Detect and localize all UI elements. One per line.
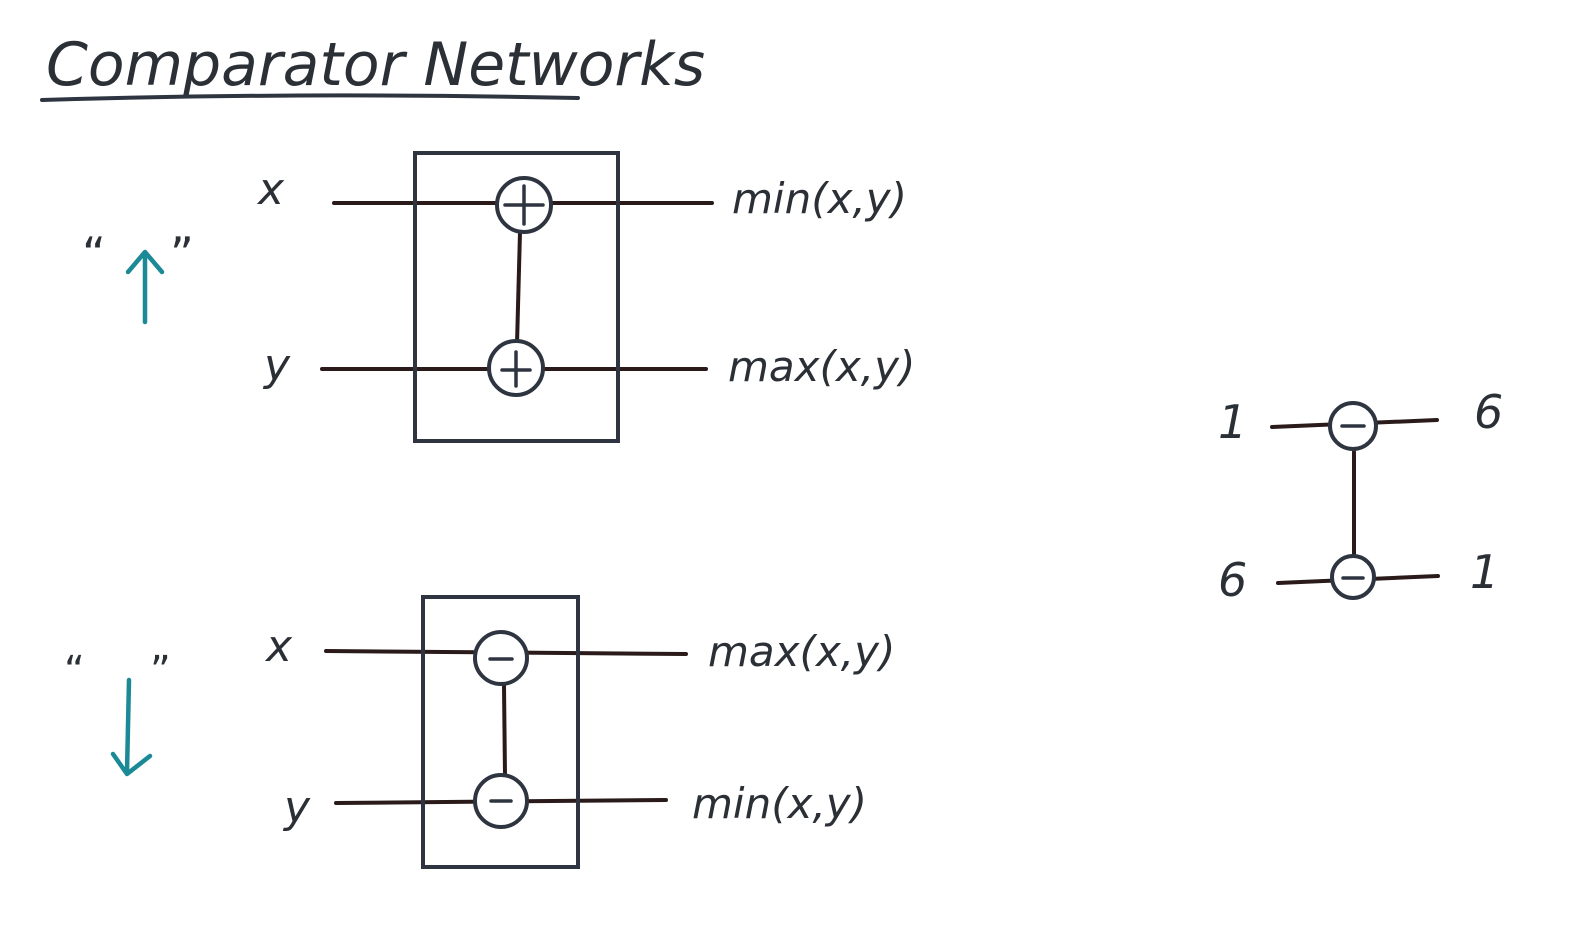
down-quote-open: “ bbox=[64, 648, 85, 694]
example-input-bottom: 6 bbox=[1218, 553, 1247, 607]
up-input-y: y bbox=[262, 340, 291, 391]
up-network: “ ” x y min(x,y) max(x,y) bbox=[82, 151, 915, 443]
example-comparator: 1 6 6 1 bbox=[1218, 385, 1503, 607]
down-output-top: max(x,y) bbox=[708, 627, 895, 676]
up-input-x: x bbox=[256, 164, 285, 215]
down-comparator-link bbox=[502, 684, 507, 778]
down-comparator-box bbox=[421, 595, 580, 869]
down-output-bottom: min(x,y) bbox=[692, 779, 867, 828]
down-network: “ ” x y max(x,y) min(x,y) bbox=[64, 595, 895, 869]
up-comparator-link bbox=[515, 230, 522, 346]
page-title: Comparator Networks bbox=[46, 30, 705, 100]
example-output-bottom: 1 bbox=[1470, 545, 1499, 599]
down-quote-close: ” bbox=[150, 648, 171, 694]
up-output-top: min(x,y) bbox=[732, 174, 907, 223]
up-comparator-box bbox=[413, 151, 620, 443]
down-arrow-icon bbox=[110, 677, 153, 777]
title-underline bbox=[40, 93, 580, 102]
up-quote-close: ” bbox=[170, 227, 194, 281]
down-input-y: y bbox=[282, 782, 311, 833]
up-quote-open: “ bbox=[82, 227, 106, 281]
up-arrow-icon bbox=[125, 249, 165, 325]
down-input-x: x bbox=[264, 621, 293, 672]
example-input-top: 1 bbox=[1218, 395, 1247, 449]
up-output-bottom: max(x,y) bbox=[728, 342, 915, 391]
example-output-top: 6 bbox=[1474, 385, 1503, 439]
